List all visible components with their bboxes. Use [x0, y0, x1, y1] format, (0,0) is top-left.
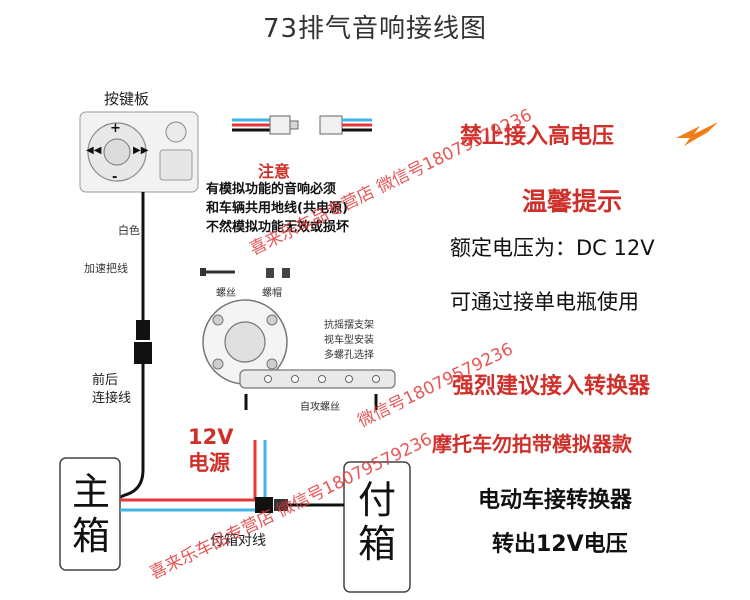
keypad-next-icon: ▶▶ — [133, 145, 149, 156]
tip-title: 温馨提示 — [522, 187, 623, 216]
ebike-converter-text: 电动车接转换器 — [478, 488, 633, 513]
keypad-power-button — [165, 121, 187, 143]
output-voltage-text: 转出12V电压 — [492, 532, 628, 557]
keypad-prev-icon: ◀◀ — [86, 145, 102, 156]
harness-plug-a — [269, 115, 291, 135]
sub-box-shape — [343, 461, 411, 593]
harness-plug-b — [319, 115, 343, 135]
main-box-label: 主 箱 — [72, 470, 111, 558]
screw-label: 螺丝 — [216, 288, 236, 299]
no-high-voltage-warning: 禁止接入高电压 — [460, 124, 615, 149]
keypad-minus-icon: - — [112, 170, 118, 185]
nut-label: 螺帽 — [262, 288, 282, 299]
self-tap-screw-label: 自攻螺丝 — [300, 402, 340, 413]
white-wire-label: 白色 — [118, 224, 140, 237]
sub-box-pair-label: 付箱对线 — [210, 533, 266, 549]
motorcycle-warning: 摩托车勿拍带模拟器款 — [432, 432, 632, 456]
front-rear-cable — [117, 364, 145, 500]
keypad-indicator — [159, 149, 193, 181]
bracket-bar — [239, 369, 396, 389]
front-rear-connector-bottom — [134, 342, 152, 364]
lightning-icon — [676, 122, 718, 146]
keypad-plus-icon: + — [110, 121, 121, 136]
battery-text: 可通过接单电瓶使用 — [450, 290, 639, 314]
keypad-label: 按键板 — [104, 90, 150, 108]
sub-box-label: 付 箱 — [358, 478, 397, 566]
sub-box-connector-right — [274, 499, 288, 511]
converter-recommendation: 强烈建议接入转换器 — [452, 374, 651, 399]
main-box-shape — [59, 457, 121, 571]
diagram-title: 73排气音响接线图 — [262, 14, 488, 44]
front-rear-label: 前后 连接线 — [92, 373, 132, 406]
notice-text: 有模拟功能的音响必须 和车辆共用地线(共电源) 不然模拟功能无效或损坏 — [206, 182, 350, 235]
front-rear-connector-top — [136, 320, 150, 340]
throttle-wire-label: 加速把线 — [84, 262, 128, 275]
sub-box-connector-left — [255, 497, 273, 513]
bracket-notes: 抗摇摆支架 视车型安装 多螺孔选择 — [324, 320, 374, 361]
rated-voltage-text: 额定电压为：DC 12V — [450, 236, 655, 260]
notice-heading: 注意 — [258, 162, 291, 181]
power-label: 12V 电源 — [188, 425, 234, 475]
keypad-center-button — [103, 138, 131, 166]
